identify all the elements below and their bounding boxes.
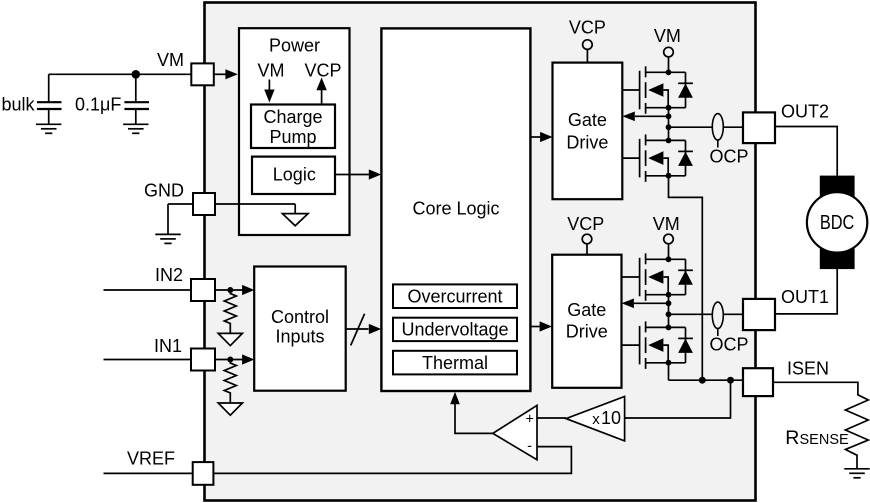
svg-text:Drive: Drive — [566, 133, 608, 153]
svg-text:IN1: IN1 — [154, 336, 182, 356]
svg-text:x: x — [592, 411, 600, 428]
svg-text:Gate: Gate — [568, 110, 607, 130]
svg-text:-: - — [527, 439, 532, 455]
svg-text:SENSE: SENSE — [800, 432, 849, 448]
svg-text:OCP: OCP — [709, 334, 748, 354]
svg-text:VREF: VREF — [127, 449, 175, 469]
svg-text:Undervoltage: Undervoltage — [401, 320, 508, 340]
svg-text:BDC: BDC — [820, 212, 855, 234]
svg-text:+: + — [525, 411, 533, 427]
svg-text:VM: VM — [653, 214, 680, 234]
svg-text:Logic: Logic — [273, 164, 316, 184]
svg-text:Inputs: Inputs — [275, 326, 324, 346]
svg-text:VCP: VCP — [569, 17, 606, 37]
svg-text:Drive: Drive — [566, 321, 608, 341]
svg-text:Pump: Pump — [269, 127, 316, 147]
svg-text:Gate: Gate — [567, 300, 606, 320]
svg-text:Thermal: Thermal — [422, 353, 488, 373]
svg-text:VCP: VCP — [304, 61, 341, 81]
svg-text:VM: VM — [157, 50, 184, 70]
svg-text:VM: VM — [258, 61, 285, 81]
svg-text:OUT2: OUT2 — [781, 101, 829, 121]
svg-text:10: 10 — [601, 408, 621, 428]
svg-text:VCP: VCP — [567, 214, 604, 234]
svg-text:Control: Control — [271, 307, 329, 327]
svg-text:ISEN: ISEN — [787, 359, 829, 379]
svg-text:VM: VM — [654, 26, 681, 46]
svg-text:OUT1: OUT1 — [781, 287, 829, 307]
svg-text:GND: GND — [144, 181, 184, 201]
svg-text:Power: Power — [269, 36, 320, 56]
svg-text:0.1μF: 0.1μF — [75, 95, 121, 115]
svg-text:OCP: OCP — [709, 147, 748, 167]
svg-text:Overcurrent: Overcurrent — [407, 287, 502, 307]
svg-text:R: R — [785, 427, 799, 449]
svg-text:bulk: bulk — [2, 95, 36, 115]
svg-text:Core Logic: Core Logic — [412, 199, 499, 219]
svg-text:Charge: Charge — [263, 107, 322, 127]
svg-text:IN2: IN2 — [155, 265, 183, 285]
